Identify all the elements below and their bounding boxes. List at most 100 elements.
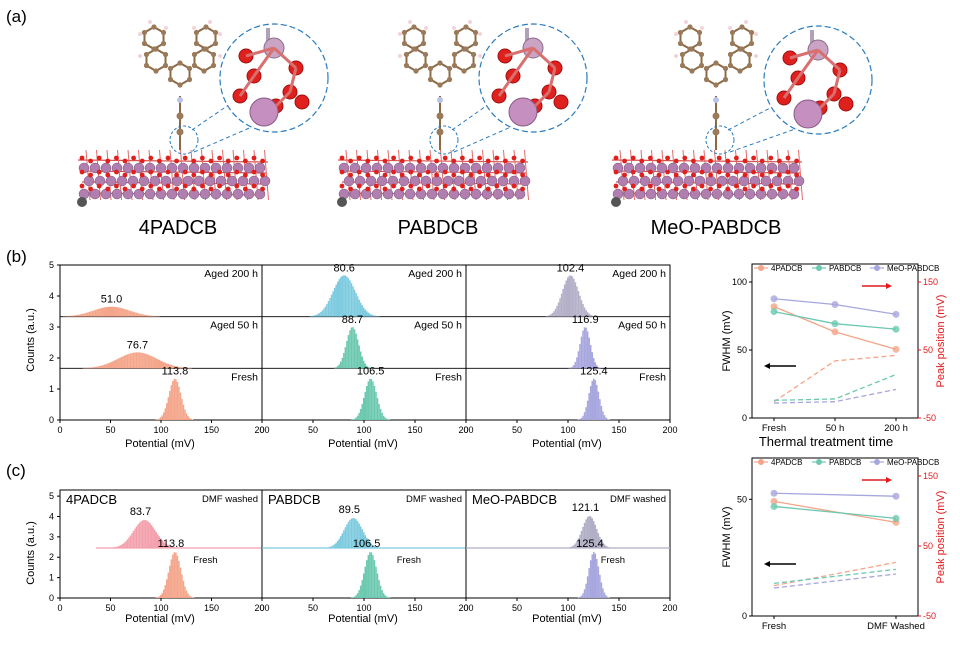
histogram-bar (337, 282, 339, 317)
c-atom (730, 30, 735, 35)
histogram-bar (372, 315, 374, 317)
histogram-bar (171, 559, 173, 598)
o-atom (348, 187, 353, 192)
o-atom (512, 184, 517, 189)
histogram-bar (602, 411, 604, 420)
histogram-bar (354, 290, 356, 317)
c-atom (473, 41, 478, 46)
c-atom (447, 77, 452, 82)
histogram-bar (335, 367, 337, 368)
o-atom (665, 170, 670, 175)
o-atom (725, 159, 730, 164)
histogram-bar (572, 367, 574, 369)
molecule-label: MeO-PABDCB (472, 492, 557, 507)
h-atom (398, 54, 402, 58)
histogram-bar (145, 315, 147, 317)
o-atom (114, 156, 119, 161)
histogram-bar (591, 554, 593, 598)
row-condition-label: Fresh (435, 371, 462, 383)
histogram-bar (74, 315, 76, 316)
o-atom (768, 156, 773, 161)
c-atom (151, 46, 156, 51)
c-atom (203, 46, 208, 51)
c-atom (471, 52, 476, 57)
peak-value-label: 83.7 (130, 506, 151, 518)
h-atom (674, 32, 678, 36)
c-atom (697, 41, 702, 46)
pb-atom (618, 176, 628, 186)
h-atom (684, 20, 688, 24)
histogram-bar (386, 597, 388, 598)
legend-marker (816, 459, 822, 465)
o-atom (200, 184, 205, 189)
molecule (674, 20, 872, 154)
histogram-bar (602, 588, 604, 598)
histogram-bar (340, 536, 342, 548)
o-atom (434, 187, 439, 192)
histogram-bar (162, 593, 164, 598)
y-tick-label: 3 (49, 532, 54, 542)
o-atom (760, 173, 765, 178)
o-atom (674, 159, 679, 164)
histogram-bar (335, 285, 337, 317)
o-atom (400, 173, 405, 178)
o-atom (614, 170, 619, 175)
histogram-bar (184, 586, 186, 598)
histogram-bar (119, 546, 121, 548)
peak-position-point (771, 308, 778, 315)
c-atom (747, 52, 752, 57)
panel-a-structures (77, 20, 872, 207)
c-atom (194, 41, 199, 46)
panel-label-b: (b) (6, 247, 27, 266)
o-atom (614, 156, 619, 161)
o-atom (743, 173, 748, 178)
row-condition-label: Fresh (639, 371, 666, 383)
histogram-bar (334, 544, 336, 548)
peak-position-point (771, 503, 778, 510)
pb-atom (712, 189, 722, 199)
o-atom (786, 170, 791, 175)
histogram-bar (130, 311, 132, 317)
histogram-bar (569, 276, 571, 317)
o-atom (794, 187, 799, 192)
histogram-bar (587, 401, 589, 420)
o-atom (682, 170, 687, 175)
histogram-bar (101, 308, 103, 317)
o-atom (157, 173, 162, 178)
histogram-bar (326, 304, 328, 317)
histogram-bar (339, 364, 341, 368)
histogram-bar (366, 386, 368, 420)
y-tick-label-right: 150 (923, 471, 938, 481)
histogram-bar (547, 316, 549, 317)
histogram-bar (154, 316, 156, 317)
c-atom (728, 52, 733, 57)
peak-position-point (893, 493, 900, 500)
o-atom (486, 187, 491, 192)
x-tick-label: 150 (611, 425, 626, 435)
c-atom (411, 46, 416, 51)
o-atom (260, 173, 265, 178)
histogram-bar (578, 351, 580, 368)
histogram-bar (339, 539, 341, 548)
h-atom (728, 26, 732, 30)
y-axis-label-left: FWHM (mV) (721, 310, 733, 371)
histogram-bar (607, 419, 609, 420)
histogram-bar (573, 545, 575, 548)
histogram-bar (372, 381, 374, 420)
o-atom (512, 156, 517, 161)
anchor-highlight (706, 126, 734, 154)
o-atom (639, 173, 644, 178)
aromatic-ring (196, 27, 215, 49)
o-atom (469, 173, 474, 178)
o-atom (123, 173, 128, 178)
x-tick-label: 0 (259, 425, 264, 435)
histogram-bar (125, 355, 127, 368)
c-atom (211, 63, 216, 68)
o-atom (469, 159, 474, 164)
pb-atom (178, 189, 188, 199)
y-tick-label: 2 (49, 353, 54, 363)
histogram-bar (105, 364, 107, 368)
pb-atom (344, 176, 354, 186)
o-atom (631, 156, 636, 161)
histogram-bar (136, 352, 138, 368)
